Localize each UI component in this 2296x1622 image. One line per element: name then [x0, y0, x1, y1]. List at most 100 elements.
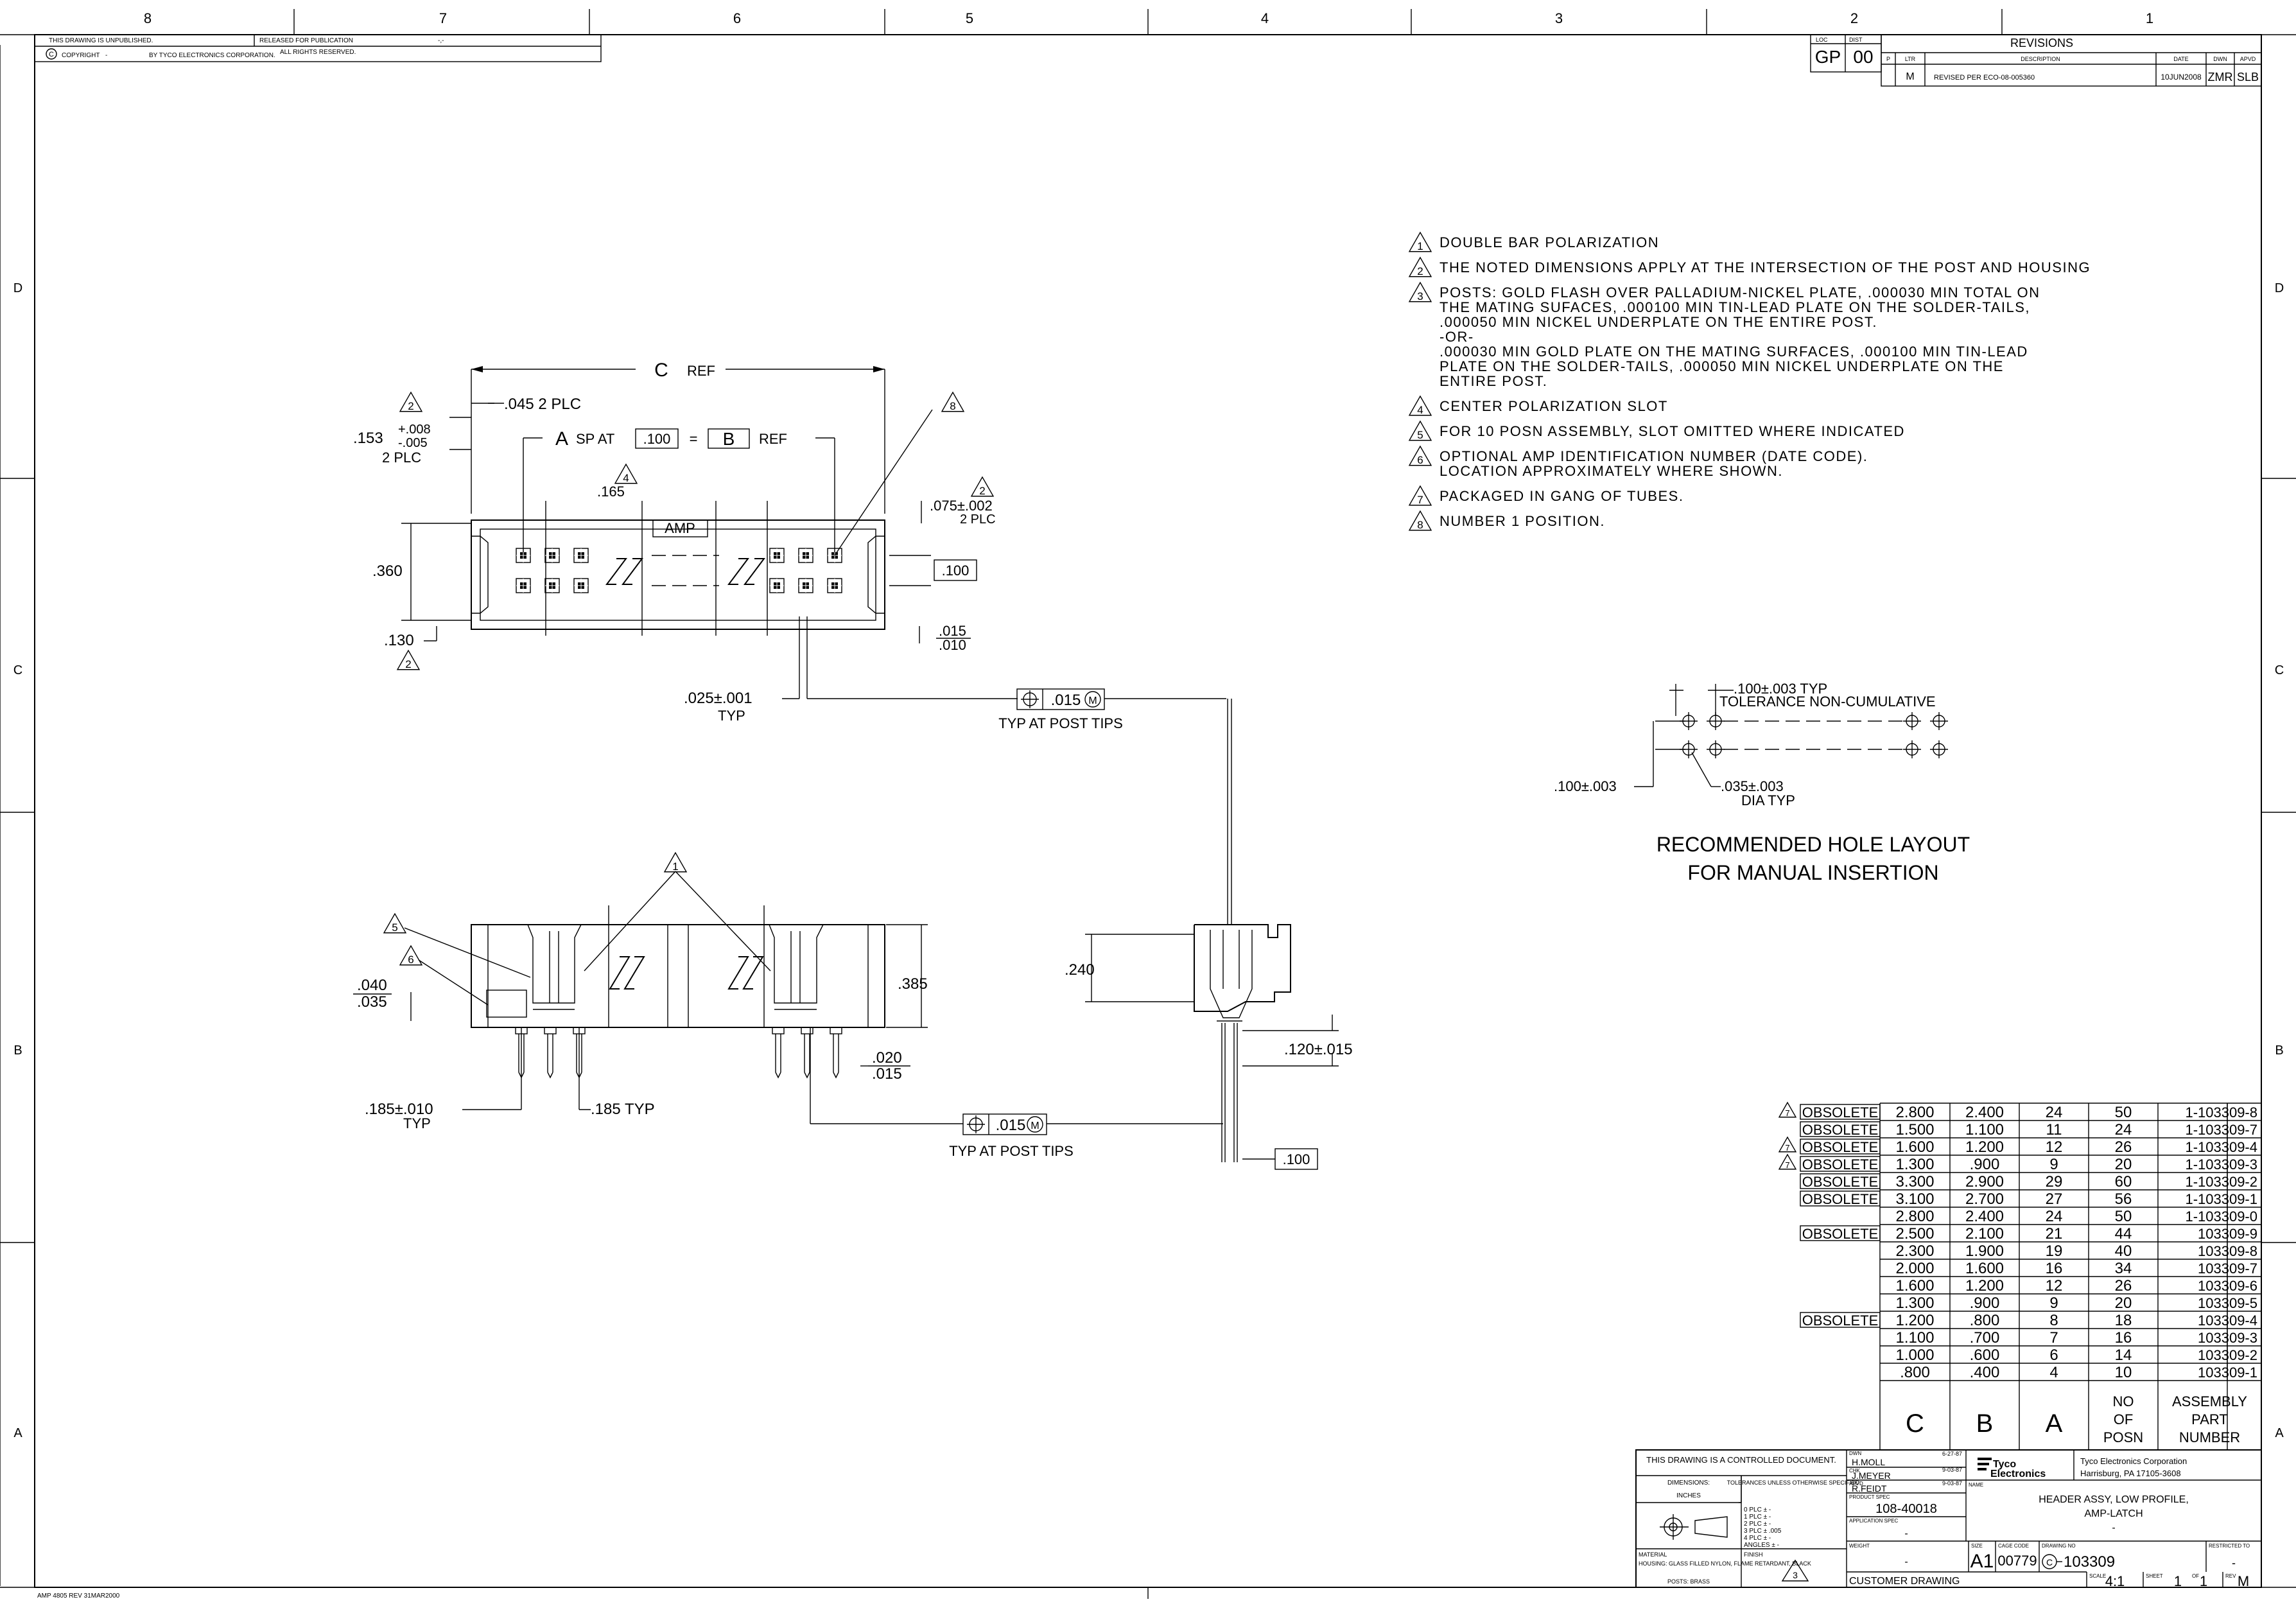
apvd-name: R.FEIDT	[1852, 1483, 1887, 1494]
cell-part-number: 1-103309-1	[2185, 1191, 2257, 1207]
note-flag-icon: 7	[1778, 1101, 1797, 1118]
dim-120: .120±.015	[1284, 1041, 1353, 1058]
note-text: FOR 10 POSN ASSEMBLY, SLOT OMITTED WHERE…	[1439, 423, 1905, 439]
sheet-number: 1	[2174, 1573, 2182, 1589]
hole	[1903, 712, 1921, 730]
note-flag-number: 8	[950, 400, 955, 412]
note-flag-number: 2	[405, 658, 411, 670]
cell-b: 2.700	[1965, 1190, 2004, 1208]
obsolete-tag: OBSOLETE	[1802, 1156, 1879, 1173]
note-flag-icon: 7	[1408, 485, 1432, 506]
cell-c: 1.100	[1895, 1329, 1934, 1347]
cell-b: 1.600	[1965, 1260, 2004, 1277]
dim-a: A	[555, 428, 568, 449]
cell-c: 3.100	[1895, 1190, 1934, 1208]
dim-035: .035	[357, 993, 387, 1011]
note-flag-icon: 5	[383, 912, 407, 934]
copyright-value: -	[105, 52, 107, 59]
rev-header: DATE	[2173, 56, 2188, 62]
note-flag-icon: 8	[941, 391, 965, 412]
note-text: .000050 MIN NICKEL UNDERPLATE ON THE ENT…	[1439, 314, 1877, 330]
note-flag-icon: 7	[1778, 1153, 1797, 1170]
form-number: AMP 4805 REV 31MAR2000	[37, 1592, 120, 1600]
dim-015-top: .015	[939, 623, 966, 639]
dim-153-plc: 2 PLC	[382, 449, 421, 466]
note-flag-number: 4	[1417, 404, 1423, 416]
revisions-block: REVISIONS P LTR DESCRIPTION DATE DWN APV…	[1881, 34, 2262, 87]
note-flag-icon: 1	[1408, 231, 1432, 252]
zone-label: D	[2275, 281, 2284, 295]
part-name-line2: AMP-LATCH	[2084, 1508, 2143, 1519]
zone-label: C	[13, 663, 22, 677]
dim-hole-row: .100±.003	[1554, 778, 1617, 794]
table-header-text: ASSEMBLY	[2172, 1393, 2247, 1409]
sheet-label: SHEET	[2146, 1573, 2163, 1579]
zone-label: 1	[2146, 10, 2153, 26]
cell-b: 2.400	[1965, 1208, 2004, 1225]
note-flag-number: 8	[1417, 519, 1423, 531]
rev-dwn: ZMR	[2208, 71, 2233, 83]
table-header-text: NUMBER	[2179, 1429, 2240, 1445]
dim-165: .165	[597, 484, 625, 500]
pin-tail	[830, 1027, 842, 1079]
scale-value: 4:1	[2105, 1573, 2125, 1589]
dist-value: 00	[1853, 47, 1873, 67]
table-header-text: POSN	[2103, 1429, 2143, 1445]
dim-b: B	[723, 429, 735, 449]
cell-a: 21	[2046, 1225, 2063, 1243]
zone-label: 7	[439, 10, 447, 26]
dim-hole-dia-typ: DIA TYP	[1741, 792, 1795, 808]
obsolete-tag: OBSOLETE	[1802, 1226, 1879, 1242]
cell-a: 24	[2046, 1208, 2063, 1225]
fcf-015-front: .015	[996, 1117, 1026, 1134]
customer-drawing: CUSTOMER DRAWING	[1849, 1576, 1960, 1587]
obsolete-tag: OBSOLETE	[1802, 1312, 1879, 1329]
cell-posn: 20	[2115, 1156, 2132, 1173]
part-name-line3: -	[2112, 1522, 2115, 1533]
note-flag-number: 2	[1417, 265, 1423, 277]
dwn-date: 6-27-87	[1942, 1451, 1962, 1457]
pin	[769, 548, 785, 563]
rev-header: APVD	[2240, 56, 2256, 62]
zone-label: 2	[1850, 10, 1858, 26]
dim-c-ref: C	[654, 360, 668, 381]
cell-part-number: 1-103309-4	[2185, 1139, 2257, 1155]
cell-posn: 60	[2115, 1173, 2132, 1190]
dim-075: .075±.002	[930, 498, 993, 514]
copyright-owner: BY TYCO ELECTRONICS CORPORATION.	[149, 52, 275, 59]
circle-c-icon: C	[2046, 1557, 2053, 1567]
zone-label: 6	[733, 10, 741, 26]
hole	[1707, 712, 1725, 730]
rev-header: DWN	[2213, 56, 2227, 62]
material-label: MATERIAL	[1639, 1551, 1667, 1558]
finish-note-ref: 3	[1793, 1570, 1798, 1580]
publication-block: THIS DRAWING IS UNPUBLISHED. RELEASED FO…	[34, 34, 602, 62]
dim-153-plus: +.008	[398, 423, 431, 437]
cell-b: 1.200	[1965, 1277, 2004, 1295]
cell-posn: 16	[2115, 1329, 2132, 1347]
tolerance-rows: 0 PLC ± -1 PLC ± -2 PLC ± -3 PLC ± .0054…	[1744, 1506, 1782, 1549]
name-label: NAME	[1969, 1482, 1983, 1488]
cell-b: .800	[1970, 1312, 2000, 1329]
zone-label: C	[2275, 663, 2284, 677]
note-text: POSTS: GOLD FLASH OVER PALLADIUM-NICKEL …	[1439, 284, 2040, 301]
cell-b: 2.900	[1965, 1173, 2004, 1190]
note-flag-icon: 6	[1408, 445, 1432, 466]
fcf-015-top: .015	[1051, 692, 1081, 709]
obsolete-tag: OBSOLETE	[1802, 1104, 1879, 1121]
cell-part-number: 1-103309-7	[2185, 1122, 2257, 1138]
note-flag-number: 2	[408, 400, 413, 412]
tolerance-row: ANGLES ± -	[1744, 1542, 1779, 1549]
dim-equals: =	[690, 431, 698, 447]
rev-apvd: SLB	[2237, 71, 2259, 83]
